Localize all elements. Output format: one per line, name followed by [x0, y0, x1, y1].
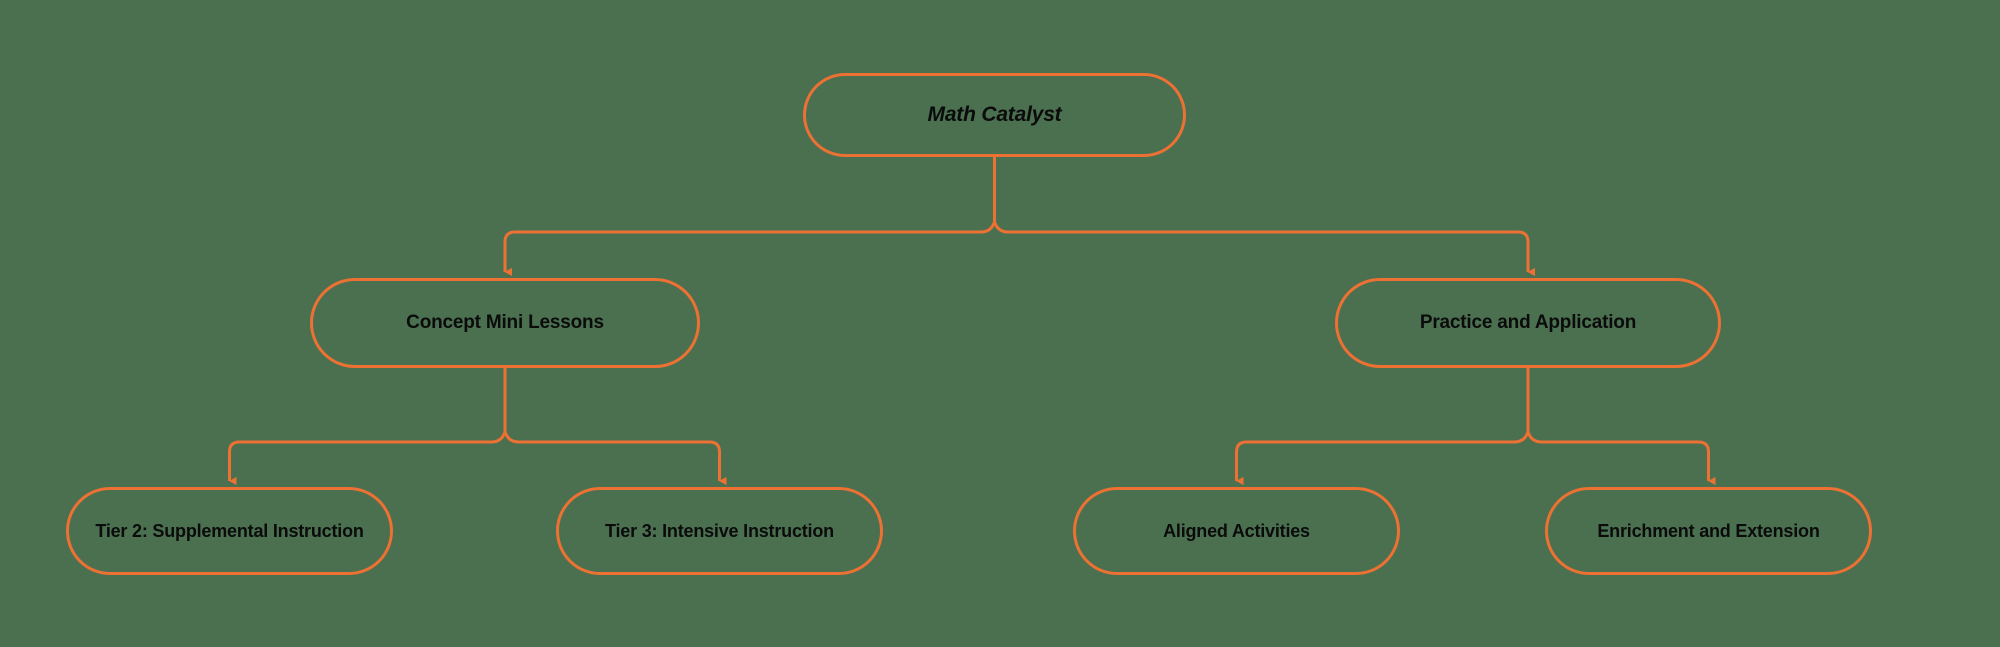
node-label: Math Catalyst	[927, 102, 1062, 126]
edge-root-to-concept-mini-lessons	[503, 221, 996, 277]
node-concept-mini-lessons[interactable]: Concept Mini Lessons	[310, 278, 700, 368]
node-enrichment-and-extension[interactable]: Enrichment and Extension	[1545, 487, 1872, 575]
edge-practice-and-application-to-enrichment-and-extension	[1526, 431, 1716, 486]
node-label: Concept Mini Lessons	[406, 312, 604, 334]
edge-concept-mini-lessons-to-tier-3	[503, 431, 727, 486]
node-label: Tier 3: Intensive Instruction	[605, 520, 834, 541]
node-label: Aligned Activities	[1163, 520, 1310, 541]
node-aligned-activities[interactable]: Aligned Activities	[1073, 487, 1400, 575]
node-tier-3-intensive-instruction[interactable]: Tier 3: Intensive Instruction	[556, 487, 883, 575]
node-practice-and-application[interactable]: Practice and Application	[1335, 278, 1721, 368]
node-label: Practice and Application	[1419, 312, 1637, 334]
node-label: Enrichment and Extension	[1597, 520, 1820, 541]
edge-root-to-practice-and-application	[993, 221, 1535, 277]
node-label: Tier 2: Supplemental Instruction	[95, 520, 364, 541]
node-tier-2-supplemental-instruction[interactable]: Tier 2: Supplemental Instruction	[66, 487, 393, 575]
edge-concept-mini-lessons-to-tier-2	[228, 431, 507, 486]
node-math-catalyst[interactable]: Math Catalyst	[803, 73, 1186, 157]
edge-practice-and-application-to-aligned-activities	[1235, 431, 1530, 486]
